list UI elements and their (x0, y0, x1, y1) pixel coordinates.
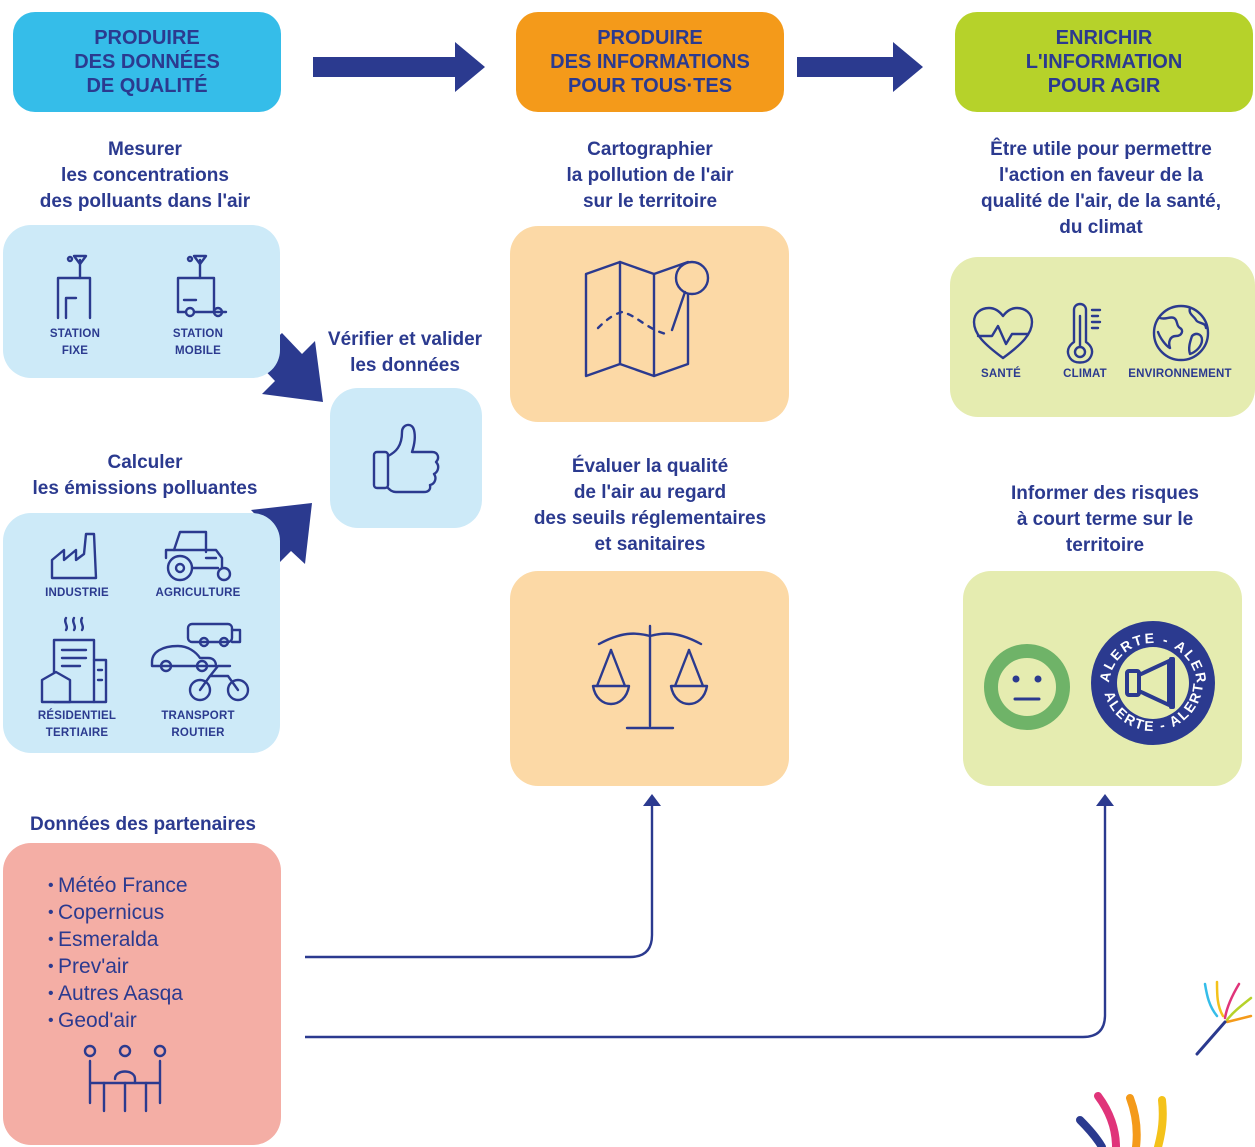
thermometer-climate-icon (1066, 302, 1102, 364)
heading-line: et sanitaires (594, 534, 706, 555)
label-line: INDUSTRIE (45, 587, 109, 599)
useful-panel (950, 257, 1255, 417)
heart-health-icon (972, 306, 1034, 360)
environment-label: ENVIRONNEMENT (1118, 366, 1242, 383)
station-mobile-icon (176, 254, 228, 318)
heading-line: à court terme sur le (1016, 509, 1194, 530)
partner-item: Autres Aasqa (48, 980, 188, 1007)
label-line: RÉSIDENTIEL (37, 710, 117, 722)
stage-header-line: PRODUIRE (94, 27, 200, 49)
agriculture-label: AGRICULTURE (141, 585, 255, 602)
residential-icon (40, 616, 108, 704)
arrowhead-inform (1096, 794, 1114, 806)
neutral-face-icon (984, 644, 1070, 730)
heading-line: les concentrations (61, 165, 229, 186)
station-mobile-label: STATION MOBILE (153, 326, 243, 360)
map-panel (510, 226, 789, 422)
agriculture-icon (164, 530, 232, 582)
label-line: FIXE (61, 345, 89, 357)
partner-item: Esmeralda (48, 926, 188, 953)
label-line: STATION (172, 328, 224, 340)
scales-icon (591, 624, 709, 730)
label-line: ENVIRONNEMENT (1128, 368, 1232, 380)
stage-header-line: PRODUIRE (597, 27, 703, 49)
heading-line: territoire (1065, 535, 1145, 556)
climate-label: CLIMAT (1052, 366, 1118, 383)
stage-header-produce-data: PRODUIRE DES DONNÉES DE QUALITÉ (13, 12, 281, 112)
heading-line: des seuils réglementaires (533, 508, 767, 529)
industry-icon (50, 532, 98, 580)
heading-line: Calculer (107, 452, 183, 473)
label-line: TRANSPORT (161, 710, 235, 722)
partner-item: Prev'air (48, 953, 188, 980)
label-line: AGRICULTURE (155, 587, 241, 599)
stage-header-line: DE QUALITÉ (86, 75, 208, 97)
useful-heading: Être utile pour permettre l'action en fa… (946, 137, 1255, 241)
evaluate-heading: Évaluer la qualité de l'air au regard de… (500, 454, 800, 558)
stage-header-enrich-information: ENRICHIR L'INFORMATION POUR AGIR (955, 12, 1253, 112)
residential-label: RÉSIDENTIEL TERTIAIRE (22, 708, 132, 742)
map-heading: Cartographier la pollution de l'air sur … (500, 137, 800, 215)
stage-header-line: L'INFORMATION (1025, 51, 1183, 73)
inform-heading: Informer des risques à court terme sur l… (950, 481, 1255, 559)
label-line: STATION (49, 328, 101, 340)
heading-line: Cartographier (587, 139, 713, 160)
industry-label: INDUSTRIE (22, 585, 132, 602)
arrowhead-evaluate (643, 794, 661, 806)
heading-line: du climat (1059, 217, 1143, 238)
meeting-people-icon (83, 1044, 167, 1113)
partners-heading: Données des partenaires (0, 812, 286, 838)
verify-heading: Vérifier et valider les données (300, 327, 510, 379)
label-line: ROUTIER (171, 727, 225, 739)
stage-header-line: ENRICHIR (1055, 27, 1153, 49)
map-pin-icon (584, 260, 710, 378)
globe-environment-icon (1152, 304, 1210, 362)
heading-line: l'action en faveur de la (998, 165, 1204, 186)
partner-line-to-inform (305, 805, 1107, 1039)
calculate-panel (3, 513, 280, 753)
heading-line: les données (350, 355, 460, 376)
label-line: MOBILE (175, 345, 221, 357)
heading-line: Vérifier et valider (327, 329, 483, 350)
label-line: CLIMAT (1063, 368, 1107, 380)
station-fixe-label: STATION FIXE (30, 326, 120, 360)
measure-panel (3, 225, 280, 378)
partner-item: Météo France (48, 872, 188, 899)
stage-header-line: DES INFORMATIONS (550, 51, 750, 73)
stage-arrow-1 (313, 42, 485, 92)
health-label: SANTÉ (966, 366, 1036, 383)
label-line: SANTÉ (981, 368, 1021, 380)
heading-line: de l'air au regard (573, 482, 727, 503)
heading-line: sur le territoire (582, 191, 718, 212)
heading-line: Informer des risques (1011, 483, 1199, 504)
stage-header-line: POUR TOUS·TES (567, 75, 733, 97)
heading-line: Être utile pour permettre (990, 139, 1212, 160)
label-line: TERTIAIRE (45, 727, 109, 739)
stage-header-produce-information: PRODUIRE DES INFORMATIONS POUR TOUS·TES (516, 12, 784, 112)
calculate-heading: Calculer les émissions polluantes (0, 450, 290, 502)
stage-header-line: POUR AGIR (1047, 75, 1161, 97)
verify-panel (330, 388, 482, 528)
logo-arcs-icon (1076, 1092, 1167, 1147)
road-transport-label: TRANSPORT ROUTIER (141, 708, 255, 742)
partners-list: Météo France Copernicus Esmeralda Prev'a… (48, 872, 188, 1034)
road-transport-icon (150, 622, 250, 702)
partner-line-to-evaluate (305, 805, 654, 959)
stage-arrow-2 (797, 42, 923, 92)
heading-line: qualité de l'air, de la santé, (981, 191, 1221, 212)
heading-line: Données des partenaires (30, 814, 256, 835)
partner-item: Geod'air (48, 1007, 188, 1034)
measure-heading: Mesurer les concentrations des polluants… (0, 137, 290, 215)
station-fixe-icon (56, 254, 92, 320)
logo-flourish-icon (1195, 980, 1253, 1056)
stage-header-line: DES DONNÉES (74, 51, 220, 73)
heading-line: Mesurer (108, 139, 182, 160)
heading-line: Évaluer la qualité (571, 456, 729, 477)
heading-line: des polluants dans l'air (39, 191, 251, 212)
partner-item: Copernicus (48, 899, 188, 926)
thumbs-up-icon (372, 423, 440, 494)
heading-line: la pollution de l'air (566, 165, 734, 186)
alert-megaphone-icon: ALERTE - ALERTE ALERTE - ALERTE (1083, 613, 1215, 745)
heading-line: les émissions polluantes (32, 478, 258, 499)
